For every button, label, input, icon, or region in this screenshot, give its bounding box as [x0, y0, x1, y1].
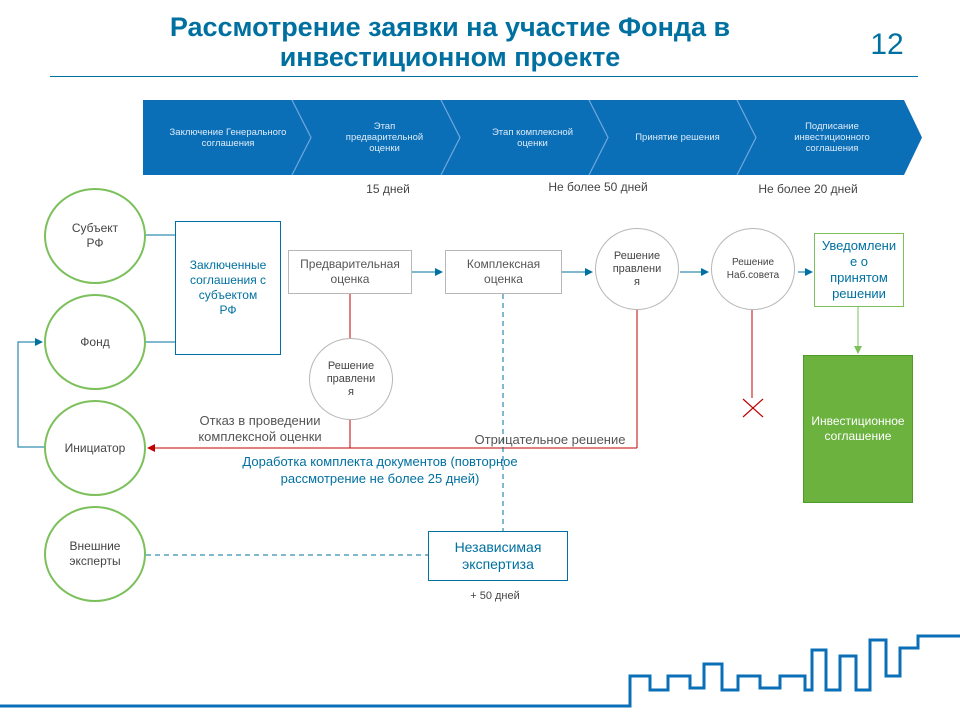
stage-separator [291, 99, 312, 176]
negative-decision-label: Отрицательное решение [474, 432, 626, 447]
stage-separator [440, 99, 461, 176]
refusal-label: Отказ в проведении комплексной оценки [198, 413, 322, 444]
independent-expertise-box: Независимая экспертиза [428, 531, 568, 581]
skyline-decoration [0, 634, 960, 708]
duration-complex: Не более 50 дней [548, 180, 648, 194]
investment-agreement-box: Инвестиционное соглашение [803, 355, 913, 503]
complex-assessment-box: Комплексная оценка [445, 250, 562, 294]
slide-number: 12 [870, 28, 904, 61]
reject-cross-icon [742, 398, 764, 418]
agreements-box: Заключенные соглашения с субъектом РФ [175, 221, 281, 355]
rework-label: Доработка комплекта документов (повторно… [242, 454, 518, 486]
stage-general-agreement: Заключение Генерального соглашения [169, 126, 287, 149]
board-decision-mid: Решение правлени я [309, 338, 393, 420]
loop-initiator-fund [17, 338, 46, 448]
participant-initiator: Инициатор [44, 400, 146, 496]
stage-complex: Этап комплексной оценки [491, 126, 574, 149]
participant-experts: Внешние эксперты [44, 506, 146, 602]
stage-signing: Подписание инвестиционного соглашения [794, 121, 870, 154]
stage-decision: Принятие решения [635, 132, 720, 143]
stage-band [143, 100, 922, 175]
preliminary-assessment-box: Предварительная оценка [288, 250, 412, 294]
participant-fund: Фонд [44, 294, 146, 390]
board-decision-top: Решение правлени я [595, 228, 679, 310]
duration-preliminary: 15 дней [366, 182, 410, 196]
stage-preliminary: Этап предварительной оценки [345, 121, 424, 154]
notification-box: Уведомлени е о принятом решении [814, 233, 904, 307]
participant-subject: Субъект РФ [44, 188, 146, 284]
duration-expertise: + 50 дней [470, 590, 520, 602]
stage-separator [588, 99, 609, 176]
stage-separator [736, 99, 757, 176]
title-divider [50, 76, 918, 77]
duration-signing: Не более 20 дней [758, 182, 858, 196]
supervisory-decision: Решение Наб.совета [711, 228, 795, 310]
page-title: Рассмотрение заявки на участие Фонда в и… [169, 12, 731, 72]
